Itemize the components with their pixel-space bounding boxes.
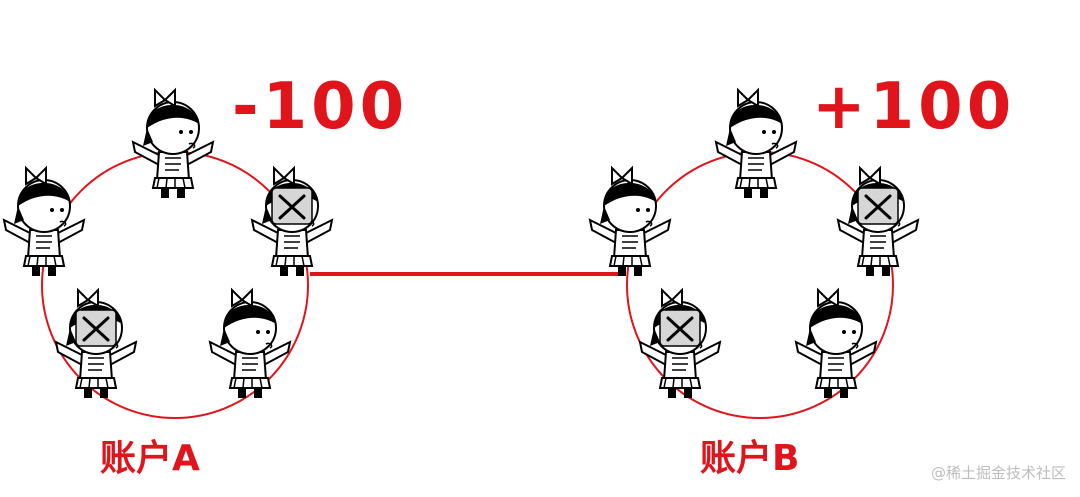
account-b-delta: +100 — [812, 70, 1015, 144]
node-a-right-failed — [252, 168, 332, 276]
node-a-top — [132, 89, 214, 199]
node-a-left — [3, 167, 85, 277]
node-a-bottom-right — [209, 289, 291, 399]
account-a-delta: -100 — [232, 70, 408, 144]
watermark: @稀土掘金技术社区 — [930, 464, 1066, 482]
node-b-bottom-right — [795, 289, 877, 399]
account-b-group: +100 账户B — [589, 70, 1015, 479]
account-b-label: 账户B — [700, 438, 799, 479]
node-b-top — [715, 89, 797, 199]
node-b-bottom-left-failed — [640, 290, 720, 398]
account-a-group: -100 账户A — [3, 70, 408, 479]
account-a-label: 账户A — [100, 438, 200, 479]
node-a-bottom-left-failed — [56, 290, 136, 398]
node-b-left — [589, 167, 671, 277]
node-b-right-failed — [838, 168, 918, 276]
